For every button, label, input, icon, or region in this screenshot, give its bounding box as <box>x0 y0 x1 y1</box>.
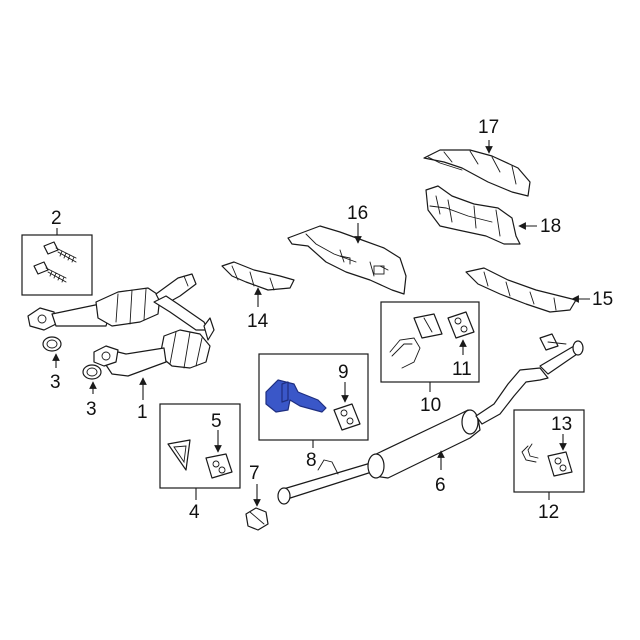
rubber-insulator-13[interactable] <box>547 451 573 477</box>
muffler-tailpipe[interactable] <box>277 333 584 505</box>
callout-2: 2 <box>51 208 62 229</box>
callout-15: 15 <box>592 289 613 310</box>
callout-8: 8 <box>306 450 317 471</box>
bolt-kit-box <box>21 234 93 296</box>
u-clip[interactable] <box>521 443 539 463</box>
callout-4: 4 <box>189 502 200 523</box>
hanger-kit-4-box <box>159 403 241 489</box>
callout-9: 9 <box>338 362 349 383</box>
callout-7: 7 <box>249 463 260 484</box>
triangle-bracket[interactable] <box>167 439 191 471</box>
gasket-right[interactable] <box>82 364 102 380</box>
wire-hanger[interactable] <box>389 313 443 369</box>
callout-16: 16 <box>347 203 368 224</box>
heat-shield-upper[interactable] <box>423 149 531 197</box>
heat-shield-center[interactable] <box>287 225 407 295</box>
callout-3a: 3 <box>50 372 61 393</box>
callout-18: 18 <box>540 216 561 237</box>
exhaust-clamp[interactable] <box>245 507 269 531</box>
bolt-lower[interactable] <box>33 261 67 283</box>
callout-3b: 3 <box>86 399 97 420</box>
hanger-bracket-highlighted[interactable] <box>265 379 327 413</box>
heat-shield-14[interactable] <box>221 261 295 291</box>
gasket-left[interactable] <box>42 336 62 352</box>
heat-shield-18[interactable] <box>425 185 521 245</box>
bolt-upper[interactable] <box>43 241 77 263</box>
callout-12: 12 <box>538 502 559 523</box>
callout-1: 1 <box>137 402 148 423</box>
heat-shield-15[interactable] <box>465 267 577 313</box>
callout-11: 11 <box>452 359 472 380</box>
callout-13: 13 <box>551 414 572 435</box>
rubber-insulator-9[interactable] <box>333 403 361 431</box>
rubber-insulator-11[interactable] <box>447 311 475 339</box>
callout-6: 6 <box>435 475 446 496</box>
hanger-kit-12-box <box>513 409 585 493</box>
callout-14: 14 <box>247 311 269 332</box>
callout-17: 17 <box>478 117 499 138</box>
rubber-insulator-5[interactable] <box>205 453 233 479</box>
callout-5: 5 <box>211 411 222 432</box>
callout-10: 10 <box>420 395 441 416</box>
catalytic-converter[interactable] <box>27 273 215 377</box>
